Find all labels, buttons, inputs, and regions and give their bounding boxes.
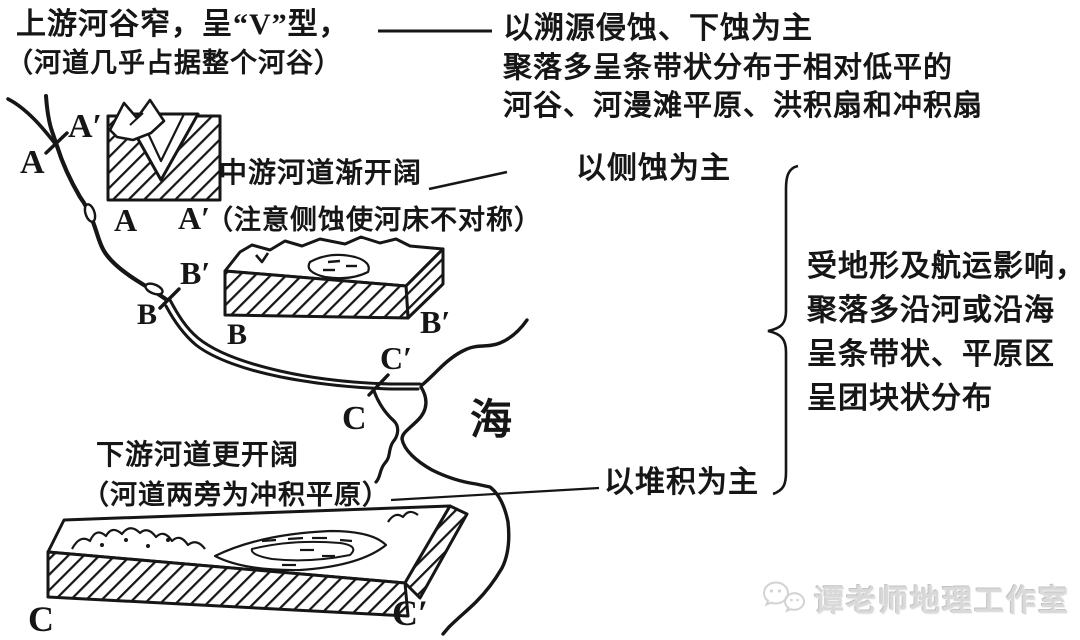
- downstream-desc-line1: 下游河道更开阔: [96, 440, 300, 471]
- grouping-brace: [767, 164, 799, 496]
- plain-hills: [71, 527, 206, 550]
- midstream-desc: 中游河道渐开阔: [219, 158, 423, 189]
- midstream-note: （注意侧蚀使河床不对称）: [206, 205, 542, 235]
- watermark-text: 谭老师地理工作室: [814, 585, 1070, 618]
- downstream-process: 以堆积为主: [604, 466, 759, 499]
- river-midstream-lower-bank: [164, 304, 420, 391]
- midstream-process: 以侧蚀为主: [576, 152, 731, 185]
- upstream-desc-line1: 上游河谷窄，呈“V”型，: [16, 8, 350, 41]
- midstream-connector-line: [428, 170, 508, 191]
- river-island: [144, 282, 164, 296]
- cross-section-a-block: [106, 98, 222, 202]
- cross-section-c-block: [46, 504, 469, 618]
- section-label-c-prime: C′: [392, 593, 429, 633]
- section-label-a: A: [114, 202, 138, 238]
- regional-note-line2: 聚落多沿河或沿海: [807, 294, 1055, 327]
- river-tributary: [420, 318, 529, 387]
- upstream-desc-line2: （河道几乎占据整个河谷）: [6, 48, 342, 78]
- upstream-settlement-line1: 聚落多呈条带状分布于相对低平的: [503, 52, 954, 84]
- bird-mark: [255, 252, 270, 264]
- cross-section-b-block: [223, 235, 445, 320]
- wechat-icon: [762, 581, 806, 613]
- map-label-b: B: [137, 298, 158, 331]
- estuary-west-bank: [372, 389, 400, 484]
- river-headwater-branch: [6, 97, 59, 148]
- upstream-process: 以溯源侵蚀、下蚀为主: [503, 12, 813, 45]
- river-lower-course: [400, 385, 511, 636]
- sea-label: 海: [470, 398, 513, 444]
- map-label-c-prime: C′: [380, 340, 413, 376]
- section-tick-c: [367, 373, 390, 397]
- section-label-c: C: [28, 599, 54, 639]
- downstream-desc-line2: （河道两旁为冲积平原）: [82, 480, 390, 510]
- section-label-b-prime: B′: [420, 304, 451, 340]
- map-label-b-prime: B′: [180, 255, 211, 291]
- map-label-c: C: [342, 400, 367, 437]
- section-tick-a: [44, 131, 69, 155]
- upstream-settlement-line2: 河谷、河漫滩平原、洪积扇和冲积扇: [503, 90, 984, 122]
- floodplain-channel: [307, 253, 370, 280]
- valley-peaks: [108, 98, 166, 142]
- map-label-a-prime: A′: [68, 108, 103, 145]
- section-label-a-prime: A′: [178, 200, 211, 236]
- regional-note-line3: 呈条带状、平原区: [807, 338, 1055, 371]
- regional-note-line1: 受地形及航运影响，: [807, 250, 1080, 283]
- river-headwater-main: [44, 94, 59, 148]
- section-label-b: B: [227, 318, 248, 351]
- section-tick-b: [158, 287, 181, 310]
- river-plan: [6, 94, 529, 636]
- river-upstream: [54, 143, 170, 303]
- river-midstream-upper-bank: [168, 298, 422, 386]
- watermark: 谭老师地理工作室: [762, 576, 1070, 620]
- regional-note-line4: 呈团块状分布: [807, 382, 993, 415]
- map-label-a: A: [20, 144, 45, 181]
- river-island: [83, 203, 97, 223]
